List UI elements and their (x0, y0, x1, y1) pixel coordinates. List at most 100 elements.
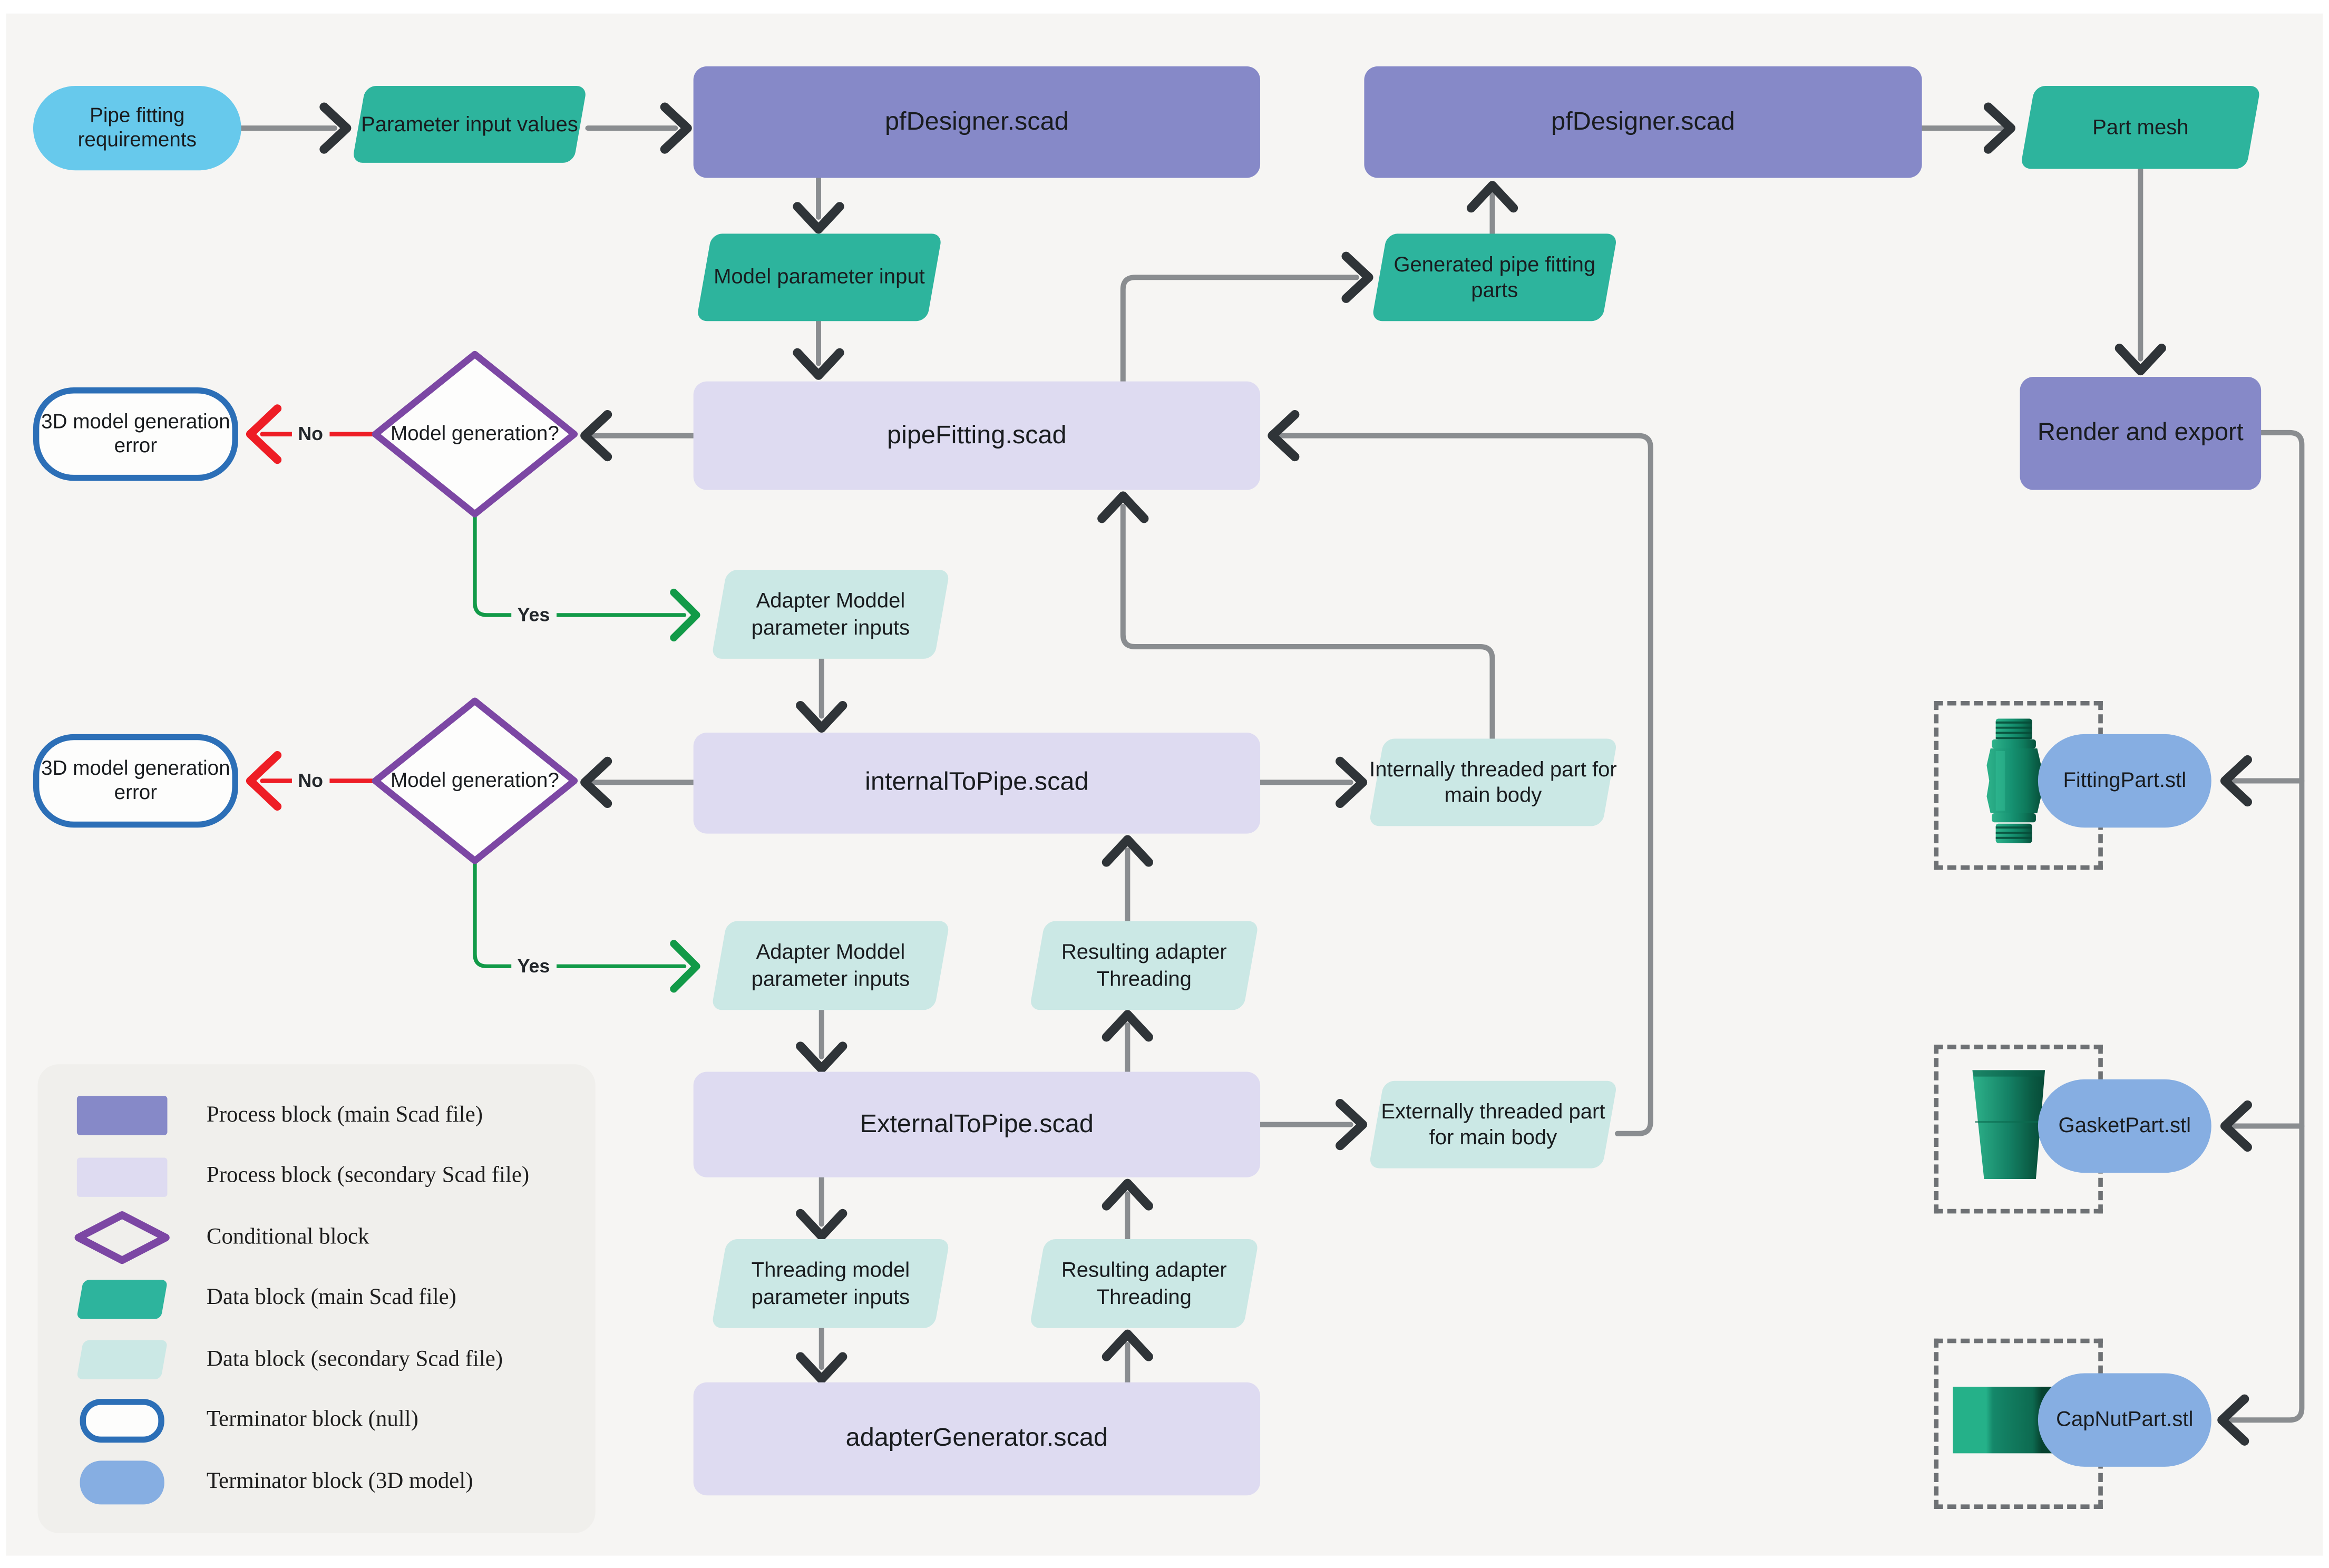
data-secondary-swatch (76, 1340, 168, 1379)
capnut-part-terminator: CapNutPart.stl (2038, 1373, 2211, 1467)
adaptergenerator-process-node: adapterGenerator.scad (693, 1382, 1261, 1496)
cond2-no-label: No (291, 770, 329, 792)
node-label: Resulting adapter Threading (1061, 940, 1227, 990)
node-label: Externally threaded part for main body (1381, 1098, 1605, 1149)
error-terminator-1: 3D model generation error (33, 387, 238, 481)
no-edges (260, 432, 375, 783)
arrow-right-icon (670, 588, 700, 641)
resulting-threading-2-data-node: Resulting adapter Threading (1029, 1239, 1259, 1328)
adapter-inputs-1-data-node: Adapter Moddel parameter inputs (711, 570, 950, 659)
arrow-up-icon (1102, 1329, 1153, 1361)
arrow-left-icon (580, 410, 612, 462)
node-label: Model generation? (390, 421, 559, 444)
arrow-right-icon (319, 102, 352, 154)
externaltopipe-process-node: ExternalToPipe.scad (693, 1072, 1261, 1177)
node-label: FittingPart.stl (2063, 768, 2187, 792)
node-label: Threading model parameter inputs (751, 1258, 910, 1308)
gasket-part-3d-preview (1949, 1052, 2079, 1197)
pipefitting-process-node: pipeFitting.scad (693, 381, 1261, 490)
error-terminator-2: 3D model generation error (33, 734, 238, 828)
gasket-render (1972, 1070, 2045, 1179)
arrow-down-icon (793, 202, 844, 234)
node-label: Internally threaded part for main body (1369, 756, 1617, 807)
fitting-part-terminator: FittingPart.stl (2038, 734, 2211, 828)
node-label: Model parameter input (714, 264, 925, 289)
cond2-label: Model generation? (384, 736, 565, 826)
legend-label: Data block (main Scad file) (206, 1285, 456, 1310)
conditional-swatch (74, 1211, 170, 1264)
arrow-right-icon (660, 102, 692, 154)
arrow-down-icon (796, 700, 847, 733)
internaltopipe-process-node: internalToPipe.scad (693, 733, 1261, 834)
node-label: Part mesh (2092, 114, 2189, 139)
legend-item-conditional: Conditional block (38, 1211, 596, 1264)
edge-cond1-yes (473, 512, 687, 617)
node-label: Model generation? (390, 768, 559, 791)
node-label: Adapter Moddel parameter inputs (751, 940, 910, 990)
cond1-label: Model generation? (384, 389, 565, 480)
threading-inputs-data-node: Threading model parameter inputs (711, 1239, 950, 1328)
node-label: 3D model generation error (41, 756, 230, 804)
cond1-no-label: No (291, 423, 329, 445)
cond1-yes-label: Yes (511, 604, 556, 626)
legend-item-data-secondary: Data block (secondary Scad file) (38, 1334, 596, 1385)
node-label: Adapter Moddel parameter inputs (751, 588, 910, 639)
data-main-swatch (76, 1279, 168, 1319)
legend-item-terminator-null: Terminator block (null) (38, 1395, 596, 1446)
node-label: pfDesigner.scad (885, 106, 1069, 135)
node-label: GasketPart.stl (2058, 1113, 2191, 1137)
arrow-down-icon (793, 348, 844, 380)
arrow-right-icon (1336, 1099, 1368, 1151)
arrow-up-icon (1102, 1010, 1153, 1042)
arrow-left-icon (246, 404, 282, 464)
arrow-down-icon (796, 1209, 847, 1241)
node-label: CapNutPart.stl (2056, 1407, 2194, 1431)
node-label: ExternalToPipe.scad (860, 1108, 1094, 1138)
arrow-right-icon (1336, 756, 1368, 809)
pipe-nipple-render (1986, 718, 2041, 843)
process-main-swatch (76, 1096, 168, 1135)
node-label: pfDesigner.scad (1551, 106, 1735, 135)
node-label: adapterGenerator.scad (845, 1423, 1108, 1452)
legend-label: Data block (secondary Scad file) (206, 1347, 503, 1371)
adapter-inputs-2-data-node: Adapter Moddel parameter inputs (711, 921, 950, 1010)
start-terminator: Pipe fitting requirements (33, 86, 241, 171)
node-label: Pipe fitting requirements (77, 103, 197, 151)
node-label: Generated pipe fitting parts (1393, 251, 1596, 302)
node-label: Resulting adapter Threading (1061, 1258, 1227, 1308)
arrow-left-icon (580, 756, 612, 809)
fitting-part-3d-preview (1949, 706, 2079, 856)
arrow-left-icon (2220, 755, 2252, 807)
arrow-up-icon (1102, 1179, 1153, 1211)
arrow-right-icon (670, 940, 700, 993)
legend-label: Process block (secondary Scad file) (206, 1163, 530, 1188)
legend-item-data-main: Data block (main Scad file) (38, 1273, 596, 1324)
node-label: Parameter input values (361, 111, 578, 136)
legend-label: Conditional block (206, 1224, 369, 1249)
node-label: pipeFitting.scad (887, 420, 1067, 449)
arrow-left-icon (2220, 1100, 2252, 1152)
resulting-threading-1-data-node: Resulting adapter Threading (1029, 921, 1259, 1010)
edge-internallythreaded-to-pipefitting (1120, 503, 1495, 742)
legend-label: Process block (main Scad file) (206, 1103, 483, 1127)
internally-threaded-data-node: Internally threaded part for main body (1368, 738, 1618, 826)
arrow-left-icon (246, 751, 282, 811)
edge-pipefitting-to-generatedparts (1120, 275, 1360, 384)
pfdesigner-render-process-node: pfDesigner.scad (1364, 66, 1922, 178)
edge-externallythreaded-to-pipefitting (1275, 433, 1653, 1136)
legend-item-process-secondary: Process block (secondary Scad file) (38, 1151, 596, 1202)
legend-label: Terminator block (3D model) (206, 1469, 473, 1493)
process-secondary-swatch (76, 1157, 168, 1196)
arrow-up-icon (1097, 491, 1149, 523)
arrow-right-icon (1341, 251, 1373, 303)
legend-item-terminator-3d: Terminator block (3D model) (38, 1456, 596, 1507)
arrow-up-icon (1102, 835, 1153, 867)
gasket-part-terminator: GasketPart.stl (2038, 1079, 2211, 1173)
arrow-left-icon (1268, 410, 1300, 462)
param-values-data-node: Parameter input values (351, 86, 588, 163)
node-label: 3D model generation error (41, 409, 230, 457)
terminator-null-swatch (80, 1399, 164, 1443)
cond1-diamond-shape (372, 350, 578, 518)
yes-edges (473, 512, 687, 969)
edge-cond2-yes (473, 859, 687, 969)
